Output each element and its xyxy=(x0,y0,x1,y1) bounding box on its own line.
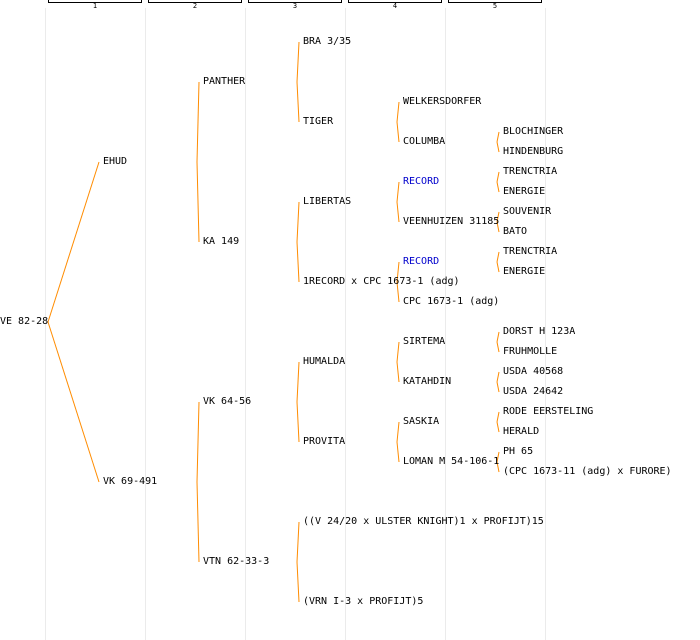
generation-number: 3 xyxy=(292,2,298,10)
pedigree-node-root[interactable]: VE 82-28 xyxy=(0,316,49,327)
pedigree-node-g2c[interactable]: VK 64-56 xyxy=(203,396,252,407)
connector-g2b xyxy=(196,161,200,243)
pedigree-node-g5n[interactable]: HERALD xyxy=(503,426,540,437)
generation-header-4: 4 xyxy=(348,0,442,10)
pedigree-node-g4b[interactable]: COLUMBA xyxy=(403,136,446,147)
pedigree-node-g2b[interactable]: KA 149 xyxy=(203,236,240,247)
pedigree-node-g3f[interactable]: PROVITA xyxy=(303,436,346,447)
generation-header-3: 3 xyxy=(248,0,342,10)
connector-g4e xyxy=(396,261,400,283)
connector-g4f xyxy=(396,281,400,303)
pedigree-node-g4j[interactable]: LOMAN M 54-106-1 xyxy=(403,456,500,467)
generation-header-5: 5 xyxy=(448,0,542,10)
generation-divider xyxy=(445,8,446,640)
connector-g5j xyxy=(496,341,500,353)
generation-number: 1 xyxy=(92,2,98,10)
generation-number: 5 xyxy=(492,2,498,10)
pedigree-node-g5h[interactable]: ENERGIE xyxy=(503,266,546,277)
connector-g2c xyxy=(196,401,200,483)
connector-g5g xyxy=(496,251,500,263)
connector-g5b xyxy=(496,141,500,153)
connector-g3e xyxy=(296,361,300,403)
pedigree-node-g5m[interactable]: RODE EERSTELING xyxy=(503,406,594,417)
pedigree-node-g2d[interactable]: VTN 62-33-3 xyxy=(203,556,270,567)
connector-g3a xyxy=(296,41,300,83)
connector-g5d xyxy=(496,181,500,193)
pedigree-node-g4d[interactable]: VEENHUIZEN 31185 xyxy=(403,216,500,227)
pedigree-node-g3c[interactable]: LIBERTAS xyxy=(303,196,352,207)
generation-number: 2 xyxy=(192,2,198,10)
pedigree-node-g5a[interactable]: BLOCHINGER xyxy=(503,126,564,137)
pedigree-node-g3h[interactable]: (VRN I-3 x PROFIJT)5 xyxy=(303,596,424,607)
connector-g5a xyxy=(496,131,500,143)
generation-divider xyxy=(245,8,246,640)
connector-g3f xyxy=(296,401,300,443)
connector-g3b xyxy=(296,81,300,123)
connector-g5p xyxy=(496,461,500,473)
connector-g5i xyxy=(496,331,500,343)
pedigree-node-g4e[interactable]: RECORD xyxy=(403,256,440,267)
connector-g4g xyxy=(396,341,400,363)
pedigree-node-g5d[interactable]: ENERGIE xyxy=(503,186,546,197)
pedigree-node-g5p[interactable]: (CPC 1673-11 (adg) x FURORE) xyxy=(503,466,672,477)
pedigree-node-g3e[interactable]: HUMALDA xyxy=(303,356,346,367)
pedigree-node-g5k[interactable]: USDA 40568 xyxy=(503,366,564,377)
pedigree-node-g5g[interactable]: TRENCTRIA xyxy=(503,246,558,257)
connector-g4d xyxy=(396,201,400,223)
pedigree-node-g2a[interactable]: PANTHER xyxy=(203,76,246,87)
connector-g1a xyxy=(47,161,100,323)
pedigree-node-g5i[interactable]: DORST H 123A xyxy=(503,326,576,337)
connector-g5h xyxy=(496,261,500,273)
connector-g5m xyxy=(496,411,500,423)
generation-divider xyxy=(345,8,346,640)
generation-number: 4 xyxy=(392,2,398,10)
pedigree-node-g5b[interactable]: HINDENBURG xyxy=(503,146,564,157)
connector-g3g xyxy=(296,521,300,563)
pedigree-node-g3g[interactable]: ((V 24/20 x ULSTER KNIGHT)1 x PROFIJT)15 xyxy=(303,516,544,527)
pedigree-node-g4i[interactable]: SASKIA xyxy=(403,416,440,427)
generation-divider xyxy=(145,8,146,640)
connector-g5k xyxy=(496,371,500,383)
pedigree-node-g5f[interactable]: BATO xyxy=(503,226,528,237)
generation-divider xyxy=(45,8,46,640)
pedigree-node-g4a[interactable]: WELKERSDORFER xyxy=(403,96,482,107)
connector-g4c xyxy=(396,181,400,203)
connector-g3d xyxy=(296,241,300,283)
pedigree-node-g4c[interactable]: RECORD xyxy=(403,176,440,187)
connector-g1b xyxy=(47,321,100,483)
connector-g2a xyxy=(196,81,200,163)
pedigree-node-g1a[interactable]: EHUD xyxy=(103,156,128,167)
pedigree-node-g1b[interactable]: VK 69-491 xyxy=(103,476,158,487)
connector-g5n xyxy=(496,421,500,433)
connector-g5o xyxy=(496,451,500,463)
pedigree-node-g3d[interactable]: 1RECORD x CPC 1673-1 (adg) xyxy=(303,276,460,287)
pedigree-node-g4h[interactable]: KATAHDIN xyxy=(403,376,452,387)
connector-g4a xyxy=(396,101,400,123)
pedigree-node-g4g[interactable]: SIRTEMA xyxy=(403,336,446,347)
connector-g4h xyxy=(396,361,400,383)
connector-g2d xyxy=(196,481,200,563)
connector-g5c xyxy=(496,171,500,183)
connector-g4j xyxy=(396,441,400,463)
pedigree-node-g5c[interactable]: TRENCTRIA xyxy=(503,166,558,177)
pedigree-node-g4f[interactable]: CPC 1673-1 (adg) xyxy=(403,296,500,307)
pedigree-node-g5o[interactable]: PH 65 xyxy=(503,446,534,457)
connector-g3h xyxy=(296,561,300,603)
generation-divider xyxy=(545,8,546,640)
pedigree-node-g3b[interactable]: TIGER xyxy=(303,116,334,127)
connector-g4i xyxy=(396,421,400,443)
connector-g5l xyxy=(496,381,500,393)
connector-g4b xyxy=(396,121,400,143)
connector-g5f xyxy=(496,221,500,233)
pedigree-node-g3a[interactable]: BRA 3/35 xyxy=(303,36,352,47)
connector-g3c xyxy=(296,201,300,243)
pedigree-node-g5j[interactable]: FRUHMOLLE xyxy=(503,346,558,357)
generation-header-2: 2 xyxy=(148,0,242,10)
pedigree-node-g5e[interactable]: SOUVENIR xyxy=(503,206,552,217)
pedigree-node-g5l[interactable]: USDA 24642 xyxy=(503,386,564,397)
generation-header-1: 1 xyxy=(48,0,142,10)
connector-g5e xyxy=(496,211,500,223)
